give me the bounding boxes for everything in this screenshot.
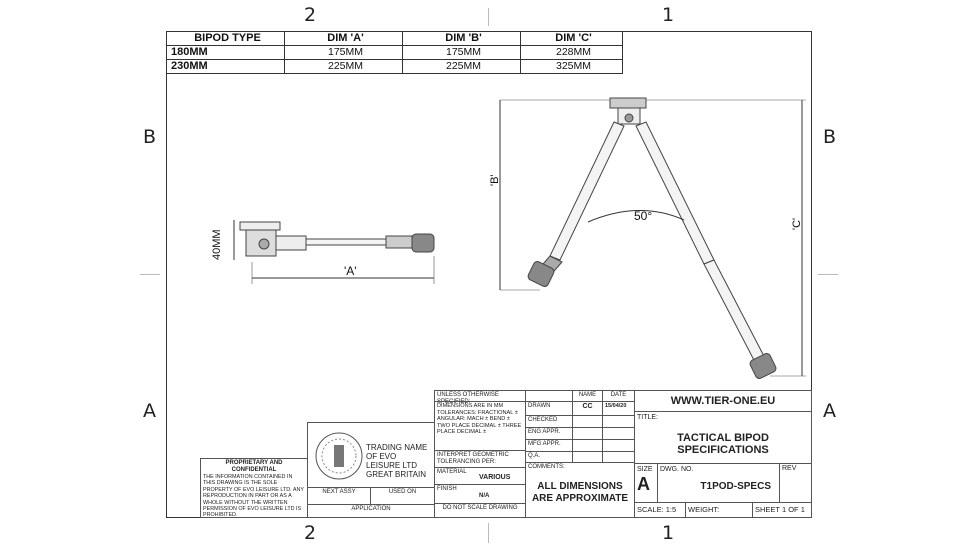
checked-label: CHECKED [528, 417, 558, 423]
table-row: 230MM 225MM 225MM 325MM [166, 59, 623, 74]
proprietary-text: THE INFORMATION CONTAINED IN THIS DRAWIN… [203, 474, 304, 519]
used-on-cell: USED ON [370, 487, 435, 505]
zone-label-1-top: 1 [662, 4, 675, 26]
table-cell: 225MM [402, 59, 521, 74]
no-scale-label: DO NOT SCALE DRAWING [442, 505, 518, 511]
dim-40mm-label: 40MM [211, 229, 223, 260]
eng-appr-label: ENG APPR. [528, 429, 561, 435]
trading-name: TRADING NAME OF EVO LEISURE LTD GREAT BR… [366, 443, 428, 479]
weight-cell: WEIGHT: [685, 502, 753, 518]
angle-label: 50° [634, 209, 653, 223]
proprietary-title: PROPRIETARY AND CONFIDENTIAL [225, 460, 283, 473]
proprietary-box: PROPRIETARY AND CONFIDENTIAL THE INFORMA… [200, 458, 308, 518]
no-scale-cell: DO NOT SCALE DRAWING [434, 503, 526, 518]
table-header-row: BIPOD TYPE DIM 'A' DIM 'B' DIM 'C' [166, 31, 623, 46]
drawn-name-cell: CC [572, 401, 603, 416]
tolerances-cell: DIMENSIONS ARE IN MM TOLERANCES: FRACTIO… [434, 401, 526, 451]
next-assy-label: NEXT ASSY [322, 489, 356, 495]
date-header: DATE [610, 392, 627, 398]
next-assy-cell: NEXT ASSY [307, 487, 371, 505]
table-cell: 180MM [166, 45, 285, 60]
application-cell: APPLICATION [307, 504, 435, 518]
mfg-appr-label: MFG APPR. [528, 441, 561, 447]
table-cell: 325MM [520, 59, 623, 74]
title-cell: TITLE: TACTICAL BIPOD SPECIFICATIONS [634, 411, 812, 464]
table-cell: 230MM [166, 59, 285, 74]
title-label: TITLE: [637, 414, 659, 421]
drawing-title: TACTICAL BIPOD SPECIFICATIONS [677, 432, 769, 456]
name-header: NAME [578, 392, 597, 398]
comments-label: COMMENTS: [528, 464, 565, 470]
application-label: APPLICATION [351, 506, 391, 512]
header-bipod-type: BIPOD TYPE [166, 31, 285, 46]
used-on-label: USED ON [388, 489, 417, 495]
material-label: MATERIAL [437, 469, 467, 475]
qa-label: Q.A. [528, 453, 541, 459]
zone-label-2-top: 2 [304, 4, 317, 26]
drawn-label: DRAWN [528, 403, 551, 409]
dim-b-label: 'B' [489, 174, 501, 186]
size-cell: SIZE A [634, 463, 658, 503]
zone-label-a-left: A [143, 400, 156, 422]
dwg-no-label: DWG. NO. [660, 466, 694, 473]
dwg-no-cell: DWG. NO. T1POD-SPECS [657, 463, 780, 503]
drawn-date-cell: 15/04/20 [602, 401, 635, 416]
drawn-date: 15/04/20 [605, 403, 627, 409]
size-label: SIZE [637, 466, 653, 473]
company-box: TRADING NAME OF EVO LEISURE LTD GREAT BR… [307, 422, 435, 488]
header-dim-b: DIM 'B' [402, 31, 521, 46]
table-cell: 175MM [402, 45, 521, 60]
folded-bipod-view [233, 220, 435, 284]
finish-cell: FINISH N/A [434, 484, 526, 504]
zone-label-b-right: B [823, 126, 837, 148]
tolerances-text: DIMENSIONS ARE IN MM TOLERANCES: FRACTIO… [437, 403, 522, 436]
sheet-label: SHEET 1 OF 1 [755, 505, 805, 514]
drawn-name: CC [582, 403, 593, 410]
interpret-cell: INTERPRET GEOMETRIC TOLERANCING PER: [434, 450, 526, 468]
dim-c-label: 'C' [791, 217, 803, 230]
interpret-label: INTERPRET GEOMETRIC TOLERANCING PER: [437, 452, 509, 465]
scale-label: SCALE: 1:5 [637, 505, 677, 514]
header-dim-c: DIM 'C' [520, 31, 623, 46]
scale-cell: SCALE: 1:5 [634, 502, 686, 518]
table-cell: 175MM [284, 45, 403, 60]
unless-specified-label: UNLESS OTHERWISE SPECIFIED: [437, 392, 499, 405]
spec-table: BIPOD TYPE DIM 'A' DIM 'B' DIM 'C' 180MM… [166, 31, 623, 74]
approx-note: ALL DIMENSIONS ARE APPROXIMATE [531, 481, 629, 504]
table-cell: 225MM [284, 59, 403, 74]
finish-value: N/A [479, 493, 490, 499]
size-value: A [637, 474, 650, 494]
weight-label: WEIGHT: [688, 505, 720, 514]
drawn-cell: DRAWN [525, 401, 573, 416]
zone-label-a-right: A [823, 400, 836, 422]
finish-label: FINISH [437, 486, 457, 492]
website-text: WWW.TIER-ONE.EU [670, 395, 776, 407]
material-cell: MATERIAL VARIOUS [434, 467, 526, 485]
rev-label: REV [782, 465, 797, 472]
sheet-cell: SHEET 1 OF 1 [752, 502, 812, 518]
zone-label-1-bottom: 1 [662, 522, 675, 544]
website-cell: WWW.TIER-ONE.EU [634, 390, 812, 412]
header-dim-a: DIM 'A' [284, 31, 403, 46]
evo-leisure-logo-icon [315, 432, 363, 480]
comments-cell: COMMENTS: ALL DIMENSIONS ARE APPROXIMATE [525, 462, 635, 518]
dim-a-label: 'A' [344, 264, 357, 278]
zone-label-b-left: B [143, 126, 157, 148]
table-row: 180MM 175MM 175MM 228MM [166, 45, 623, 60]
dwg-no-value: T1POD-SPECS [700, 481, 771, 492]
zone-label-2-bottom: 2 [304, 522, 317, 544]
material-value: VARIOUS [479, 474, 511, 481]
rev-cell: REV [779, 463, 812, 503]
table-cell: 228MM [520, 45, 623, 60]
deployed-bipod-view [499, 97, 806, 379]
